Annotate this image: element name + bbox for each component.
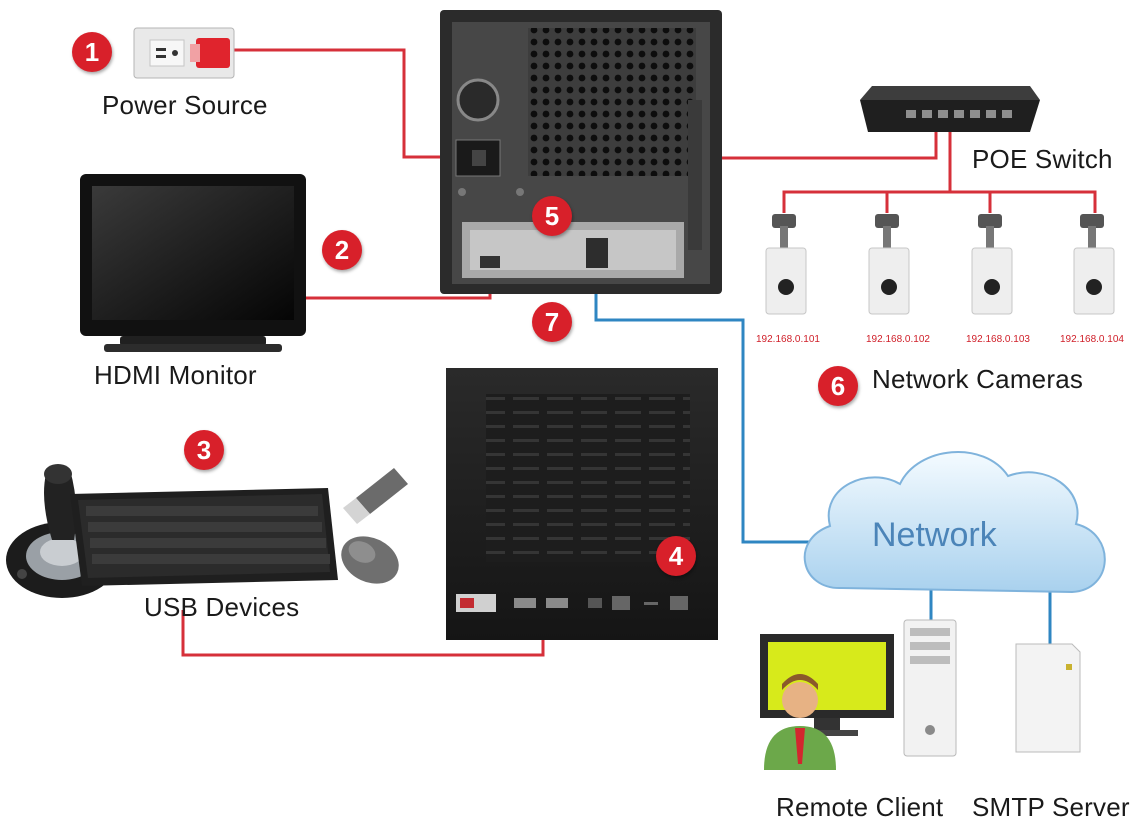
power-outlet (133, 27, 235, 79)
badge-usb-devices: 3 (184, 430, 224, 470)
mouse (341, 536, 399, 584)
camera-4-ip: 192.168.0.104 (1060, 334, 1124, 345)
keyboard (70, 488, 338, 586)
hdmi-monitor (80, 174, 306, 352)
camera-bus-cable (782, 190, 1097, 213)
network-cameras-label: Network Cameras (872, 364, 1084, 394)
poe-switch (860, 86, 1040, 132)
poe-switch-label: POE Switch (972, 144, 1113, 174)
remote-client-label: Remote Client (776, 792, 944, 822)
badge-lan-port: 7 (532, 302, 572, 342)
badge-network-cameras: 6 (818, 366, 858, 406)
camera-1 (765, 214, 807, 315)
camera-3-ip: 192.168.0.103 (966, 334, 1030, 345)
nvr-rear-panel (440, 10, 722, 294)
badge-hdmi-monitor: 2 (322, 230, 362, 270)
camera-1-ip: 192.168.0.101 (756, 334, 820, 345)
network-label: Network (872, 516, 997, 554)
badge-poe-port: 5 (532, 196, 572, 236)
network-cloud (803, 451, 1106, 594)
badge-nvr-front: 4 (656, 536, 696, 576)
badge-power-source: 1 (72, 32, 112, 72)
hdmi-monitor-label: HDMI Monitor (94, 360, 257, 390)
lan-cable (594, 275, 845, 544)
power-source-label: Power Source (102, 90, 268, 120)
smtp-server (1015, 643, 1081, 753)
remote-client (760, 634, 894, 770)
camera-2-ip: 192.168.0.102 (866, 334, 930, 345)
pc-tower (903, 619, 957, 757)
network-cameras (765, 214, 1115, 315)
camera-2 (868, 214, 910, 315)
camera-3 (971, 214, 1013, 315)
power-cable (228, 48, 470, 159)
usb-stick (343, 468, 408, 524)
camera-4 (1073, 214, 1115, 315)
smtp-server-label: SMTP Server (972, 792, 1130, 822)
usb-devices-label: USB Devices (144, 592, 300, 622)
nvr-front-panel (446, 368, 718, 640)
